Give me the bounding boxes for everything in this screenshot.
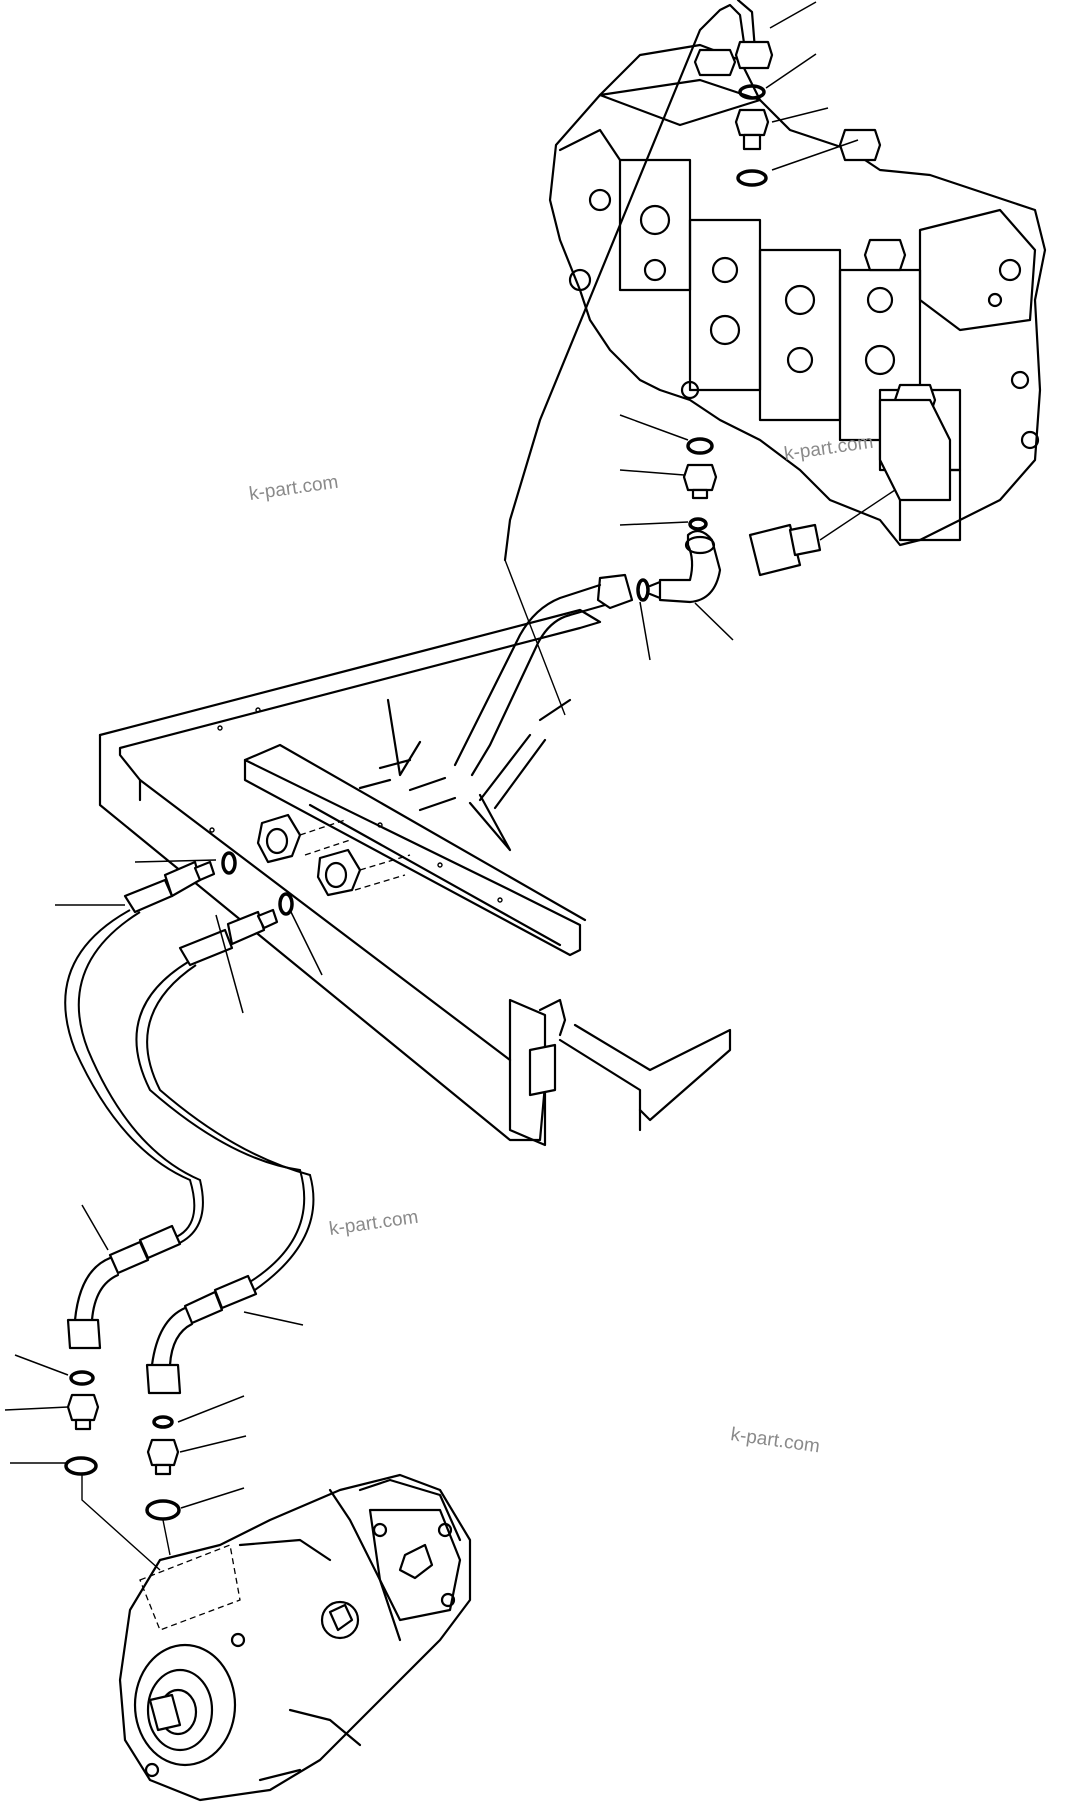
section-cut-markers: [358, 698, 512, 852]
pump-fittings: [64, 1370, 181, 1521]
watermark-text: k-part.com: [729, 1424, 821, 1457]
lower-valve-fittings: [453, 437, 722, 777]
top-fitting-stack: [734, 40, 774, 187]
long-tube: [478, 0, 757, 810]
hydraulic-pump: [81, 1473, 472, 1802]
machine-frame: [98, 608, 732, 1147]
watermark-text: k-part.com: [328, 1207, 420, 1240]
watermark-text: k-part.com: [248, 472, 340, 505]
hoses: [64, 860, 315, 1395]
control-valve-assembly: [548, 43, 1047, 577]
callout-leaders: [4, 1, 859, 1509]
frame-fittings: [221, 813, 411, 916]
